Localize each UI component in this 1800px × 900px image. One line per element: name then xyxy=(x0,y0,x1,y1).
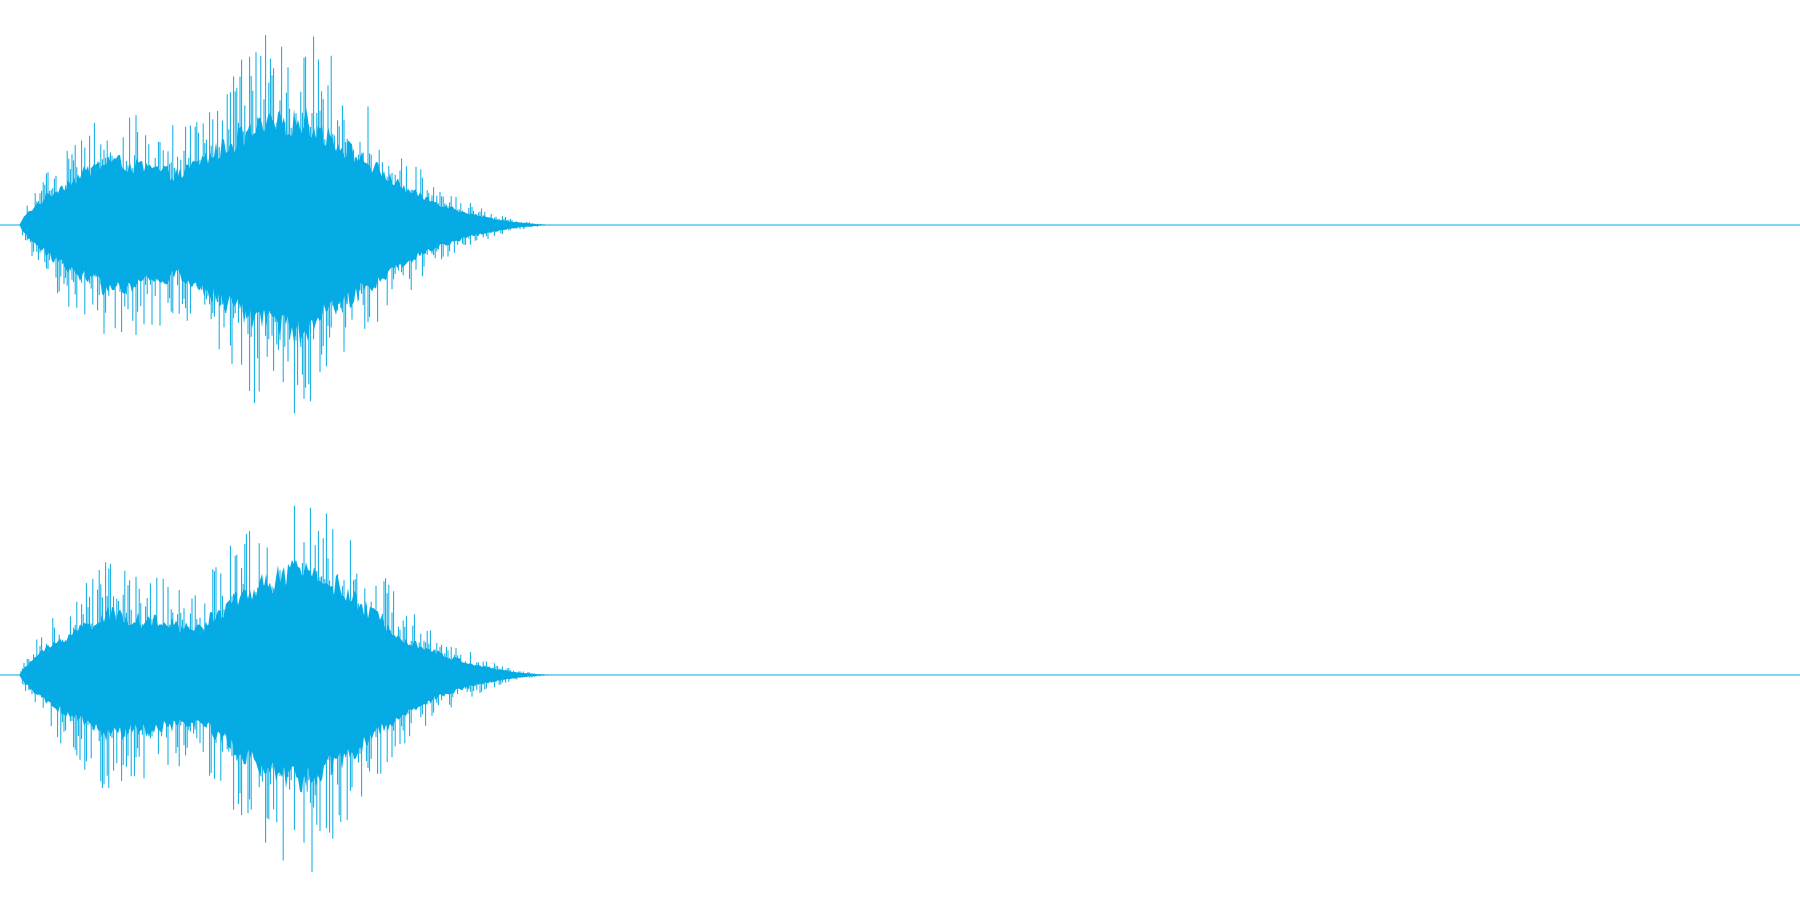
channel-left-transients xyxy=(20,35,551,414)
channel-right-transients xyxy=(20,505,551,873)
channel-right-waveform xyxy=(0,505,1800,873)
channel-left-waveform xyxy=(0,35,1800,414)
